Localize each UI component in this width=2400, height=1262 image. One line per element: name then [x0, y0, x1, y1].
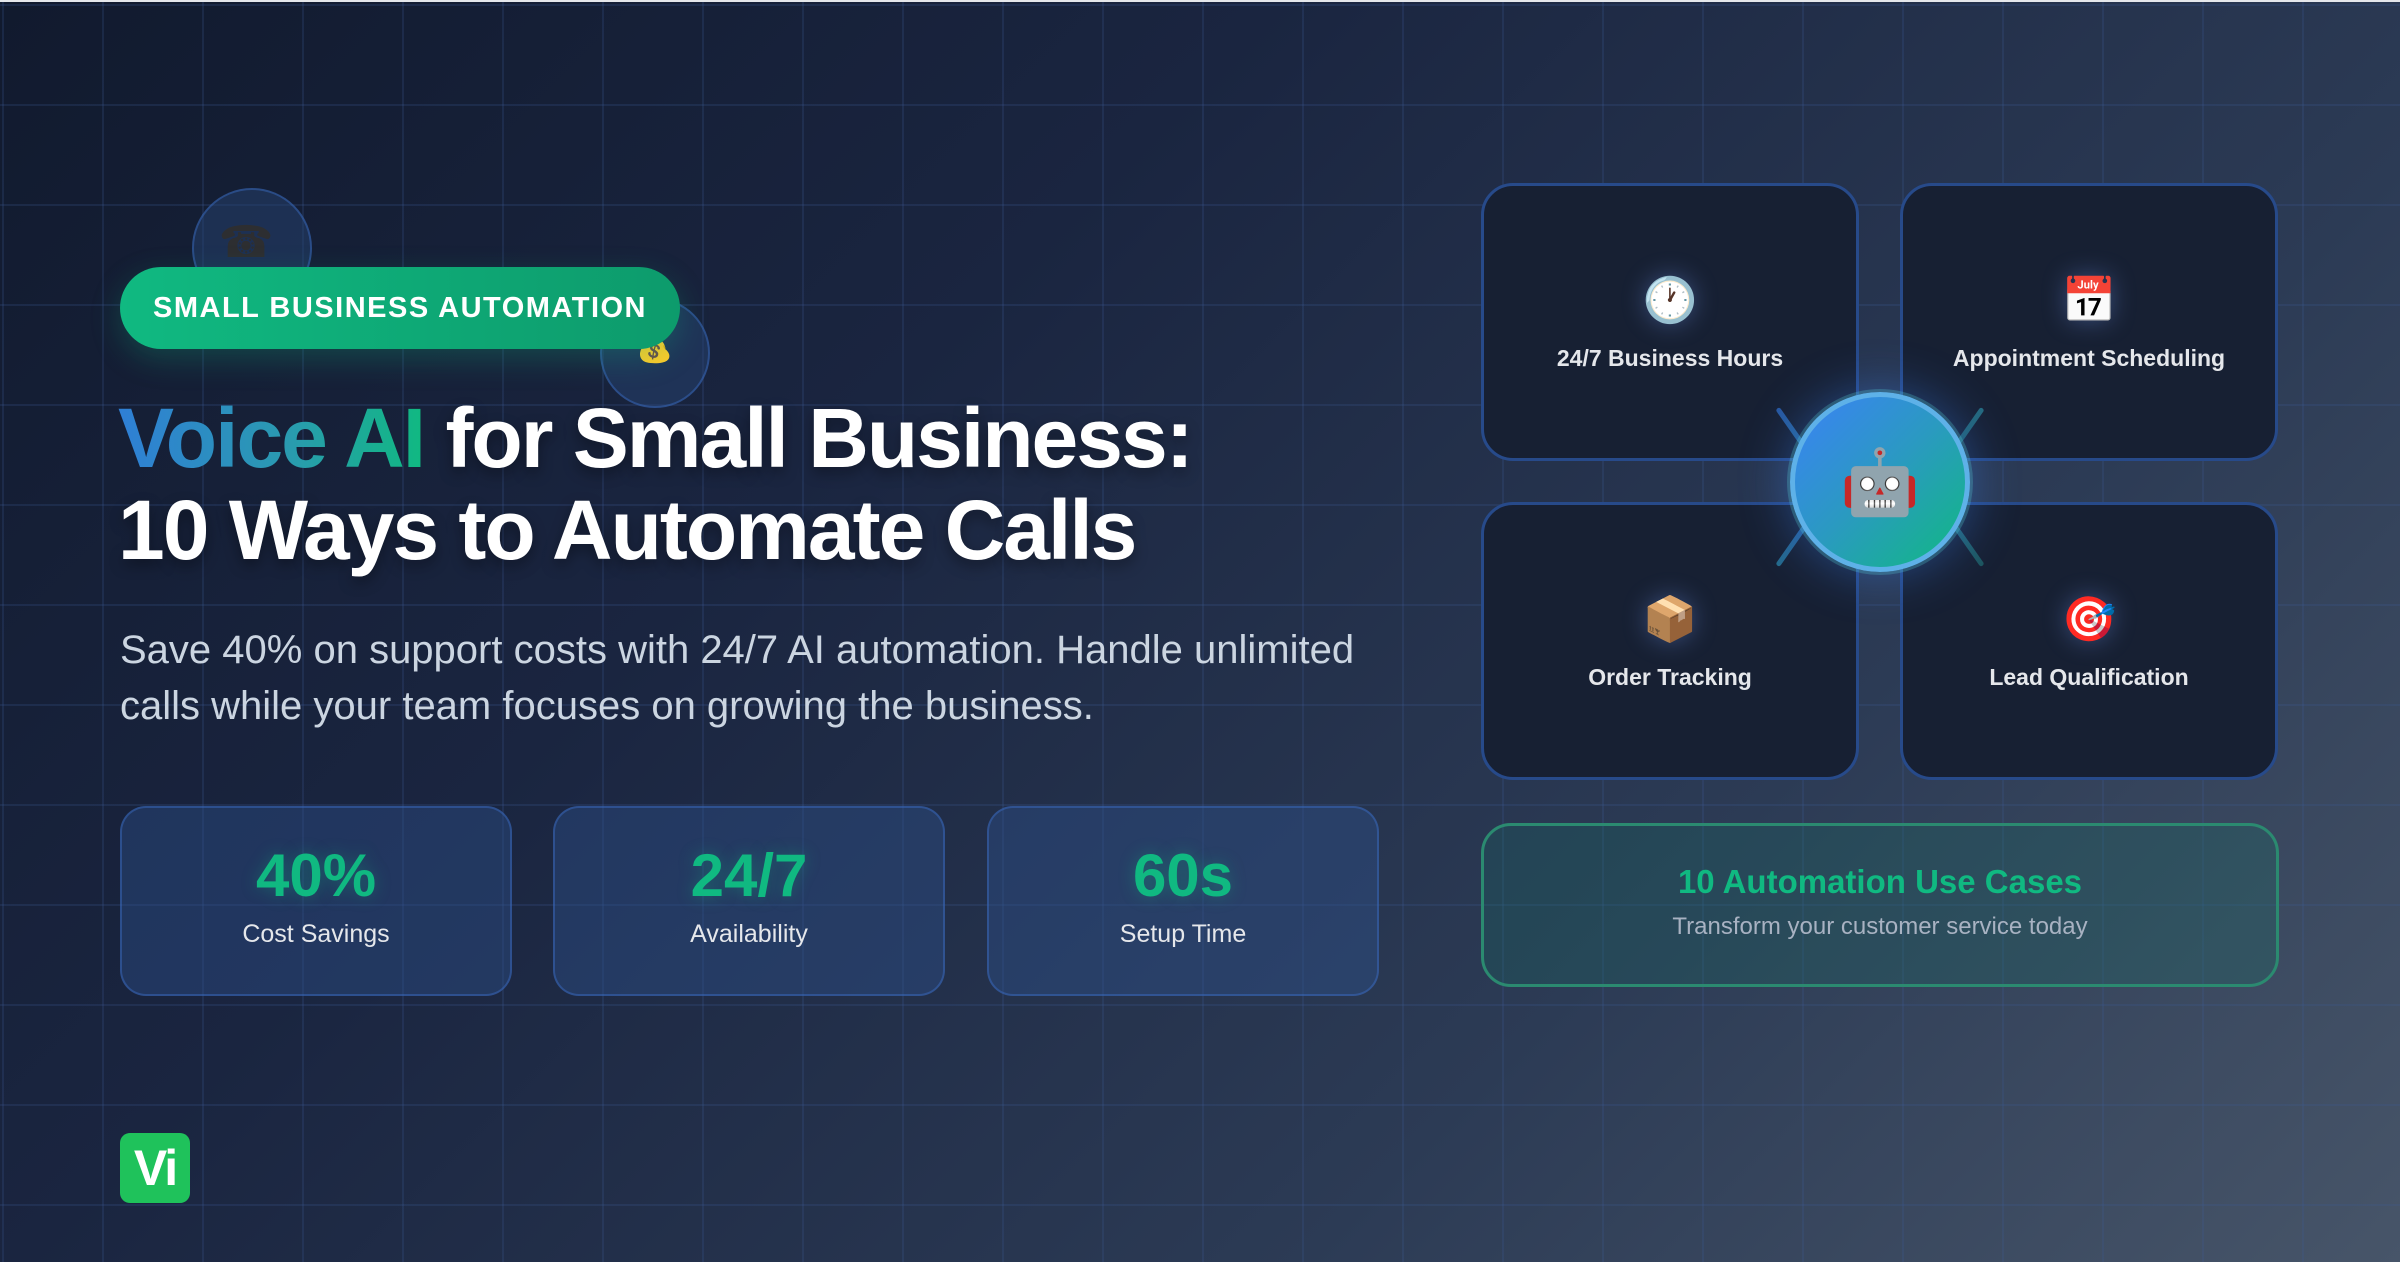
stat-value: 60s — [1132, 841, 1234, 909]
feature-card-appointment-scheduling: 📅 Appointment Scheduling — [1900, 183, 2278, 461]
stat-label: Availability — [690, 919, 808, 948]
ai-hub: 🤖 — [1790, 392, 1970, 572]
feature-card-lead-qualification: 🎯 Lead Qualification — [1900, 502, 2278, 780]
target-icon: 🎯 — [2061, 594, 2117, 644]
stat-value: 40% — [255, 841, 377, 909]
use-cases-title: 10 Automation Use Cases — [1677, 863, 2083, 900]
feature-label: Appointment Scheduling — [1952, 344, 2226, 371]
brand-logo-text: Vi — [133, 1140, 178, 1196]
clock-icon: 🕐 — [1642, 275, 1698, 325]
use-cases-banner: 10 Automation Use Cases Transform your c… — [1481, 823, 2279, 987]
use-cases-subtitle: Transform your customer service today — [1672, 913, 2088, 940]
stat-card-setup-time: 60s Setup Time — [987, 806, 1379, 996]
feature-label: 24/7 Business Hours — [1556, 344, 1784, 371]
title-highlight: Voice AI — [118, 391, 426, 485]
calendar-icon: 📅 — [2061, 275, 2117, 325]
package-icon: 📦 — [1642, 594, 1698, 644]
feature-card-order-tracking: 📦 Order Tracking — [1481, 502, 1859, 780]
stat-card-cost-savings: 40% Cost Savings — [120, 806, 512, 996]
stat-label: Cost Savings — [242, 919, 390, 948]
feature-label: Order Tracking — [1588, 663, 1752, 690]
category-badge: SMALL BUSINESS AUTOMATION — [120, 267, 680, 349]
top-border — [0, 0, 2400, 2]
stat-label: Setup Time — [1119, 919, 1247, 948]
category-badge-label: SMALL BUSINESS AUTOMATION — [153, 291, 647, 324]
page-title: Voice AI for Small Business: 10 Ways to … — [118, 392, 1438, 576]
phone-icon: ☎ — [218, 217, 274, 267]
feature-label: Lead Qualification — [1989, 663, 2189, 690]
stat-card-availability: 24/7 Availability — [553, 806, 945, 996]
title-line1: for Small Business: — [424, 391, 1193, 485]
feature-card-business-hours: 🕐 24/7 Business Hours — [1481, 183, 1859, 461]
title-line2: 10 Ways to Automate Calls — [118, 483, 1137, 577]
stat-value: 24/7 — [690, 841, 808, 909]
page-subtitle: Save 40% on support costs with 24/7 AI a… — [120, 628, 1355, 728]
brand-logo: Vi — [120, 1133, 190, 1203]
robot-icon: 🤖 — [1840, 445, 1920, 518]
